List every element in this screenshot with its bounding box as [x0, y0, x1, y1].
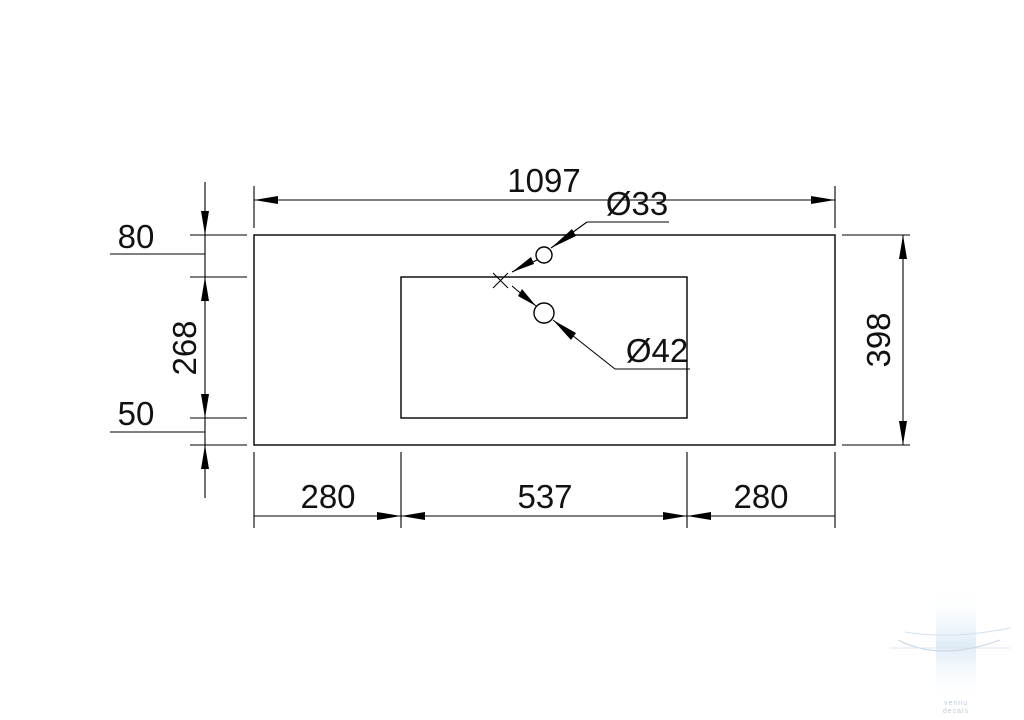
- label-top-margin: 80: [118, 218, 155, 255]
- dim-total-depth: [842, 234, 910, 446]
- watermark-text-1: vennu: [944, 700, 968, 707]
- dim-left-chain: [110, 182, 247, 498]
- label-basin-width: 537: [517, 478, 572, 515]
- label-bottom-margin: 50: [118, 395, 155, 432]
- countertop-outline: [253, 234, 836, 446]
- label-total-depth: 398: [860, 312, 897, 367]
- label-basin-depth: 268: [166, 320, 203, 375]
- label-drain-hole: Ø42: [626, 332, 688, 369]
- tap-hole-leader: [511, 221, 669, 273]
- center-cross-mark: [492, 272, 509, 289]
- watermark-logo: vennu decals: [890, 590, 1011, 715]
- label-total-width: 1097: [507, 162, 580, 199]
- dim-total-width: [253, 186, 836, 228]
- dim-bottom-chain: [253, 452, 836, 528]
- basin-outline: [400, 276, 688, 419]
- label-right-margin: 280: [733, 478, 788, 515]
- watermark-text-2: decals: [943, 708, 969, 715]
- label-tap-hole: Ø33: [606, 185, 668, 222]
- drain-hole-circle: [533, 302, 555, 324]
- tap-hole-circle: [535, 246, 553, 264]
- label-left-margin: 280: [300, 478, 355, 515]
- drain-hole-leader: [511, 285, 690, 370]
